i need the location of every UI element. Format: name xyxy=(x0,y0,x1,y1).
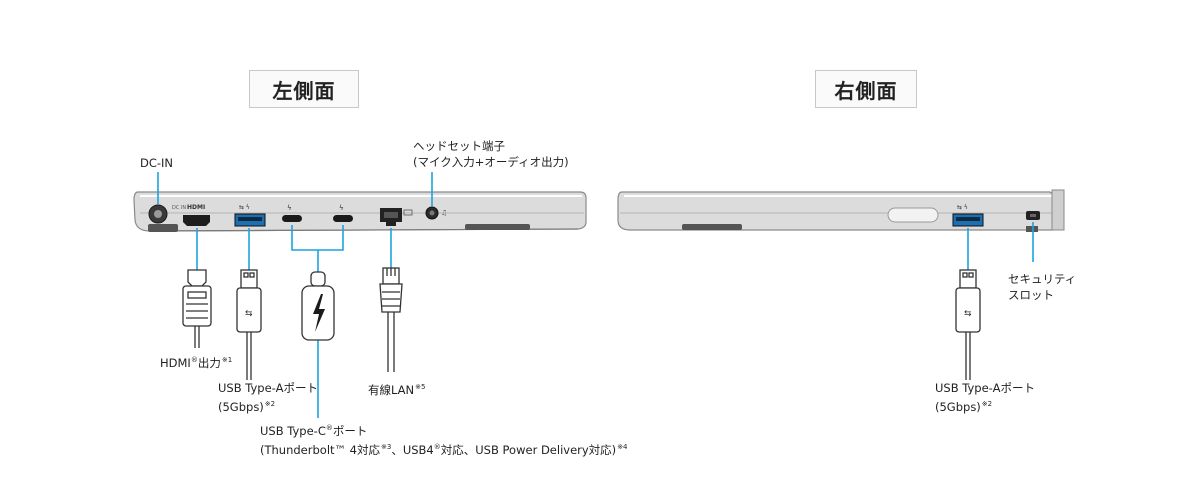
lan-label: 有線LAN※5 xyxy=(368,379,425,398)
usb-c-line2b: 、USB4 xyxy=(391,442,434,457)
right-side-title: 右側面 xyxy=(815,70,917,108)
usb-a-left-line1: USB Type-Aポート xyxy=(218,381,318,395)
lan-text: 有線LAN xyxy=(368,382,415,397)
dc-in-text: DC-IN xyxy=(140,156,174,170)
usb-a-left-port: ⇆ ϟ xyxy=(234,204,266,227)
usb-c-line2a: (Thunderbolt™ 4対応 xyxy=(260,442,380,457)
security-line1: セキュリティ xyxy=(1008,272,1077,286)
headset-icon: ♫ xyxy=(441,209,447,217)
usb-c-line2c: 対応、USB Power Delivery対応) xyxy=(440,442,617,457)
dc-in-label: DC-IN xyxy=(140,155,173,171)
usb-c-label: USB Type-C®ポート (Thunderbolt™ 4対応※3、USB4®… xyxy=(260,420,628,458)
usb-a-right-port: ⇆ ϟ xyxy=(952,204,984,227)
usb-symbol-right: ⇆ ϟ xyxy=(957,204,968,211)
usb-a-right-line2: (5Gbps) xyxy=(935,399,981,414)
usb-a-left-line2: (5Gbps) xyxy=(218,399,264,414)
usb-a-left-note: ※2 xyxy=(264,400,276,408)
lan-port xyxy=(380,208,413,226)
left-callout-lines xyxy=(157,172,433,418)
security-slot xyxy=(1026,211,1040,220)
thunderbolt-mark-1: ϟ xyxy=(287,204,292,212)
thunderbolt-mark-2: ϟ xyxy=(339,204,344,212)
usb-a-right-label: USB Type-Aポート (5Gbps)※2 xyxy=(935,380,1035,415)
headset-line1: ヘッドセット端子 xyxy=(413,139,505,153)
hdmi-reg-mark: ® xyxy=(190,356,198,364)
usb4-reg-mark: ® xyxy=(433,442,441,451)
usb-symbol-cable-left: ⇆ xyxy=(245,309,253,319)
usb-c-line1: USB Type-C xyxy=(260,423,326,438)
usb-c-tail: ポート xyxy=(332,423,368,438)
right-callout-lines xyxy=(967,222,1034,270)
dc-in-port: DC IN xyxy=(148,204,186,224)
headset-line2: (マイク入力+オーディオ出力) xyxy=(413,155,569,169)
lan-note: ※5 xyxy=(415,383,426,391)
usb-c-note3: ※3 xyxy=(381,442,392,451)
usb-a-left-label: USB Type-Aポート (5Gbps)※2 xyxy=(218,380,318,415)
hdmi-text: HDMI xyxy=(160,355,191,370)
usb-c-note4: ※4 xyxy=(617,442,628,451)
usb-symbol-left: ⇆ ϟ xyxy=(239,204,250,211)
dc-marking: DC IN xyxy=(172,205,186,211)
hdmi-label: HDMI®出力※1 xyxy=(160,352,232,371)
usb-symbol-cable-right: ⇆ xyxy=(964,309,972,319)
usb-a-cable-right: ⇆ xyxy=(955,269,981,380)
hdmi-cable xyxy=(182,269,212,348)
usb-a-right-line1: USB Type-Aポート xyxy=(935,381,1035,395)
left-side-title: 左側面 xyxy=(249,70,359,108)
usb-c-port-2: ϟ xyxy=(333,204,353,222)
right-laptop-side xyxy=(617,189,1065,232)
left-side-title-text: 左側面 xyxy=(272,78,336,103)
usb-c-reg-mark: ® xyxy=(325,424,333,432)
security-slot-label: セキュリティ スロット xyxy=(1008,271,1076,303)
usb-c-cable xyxy=(301,271,335,341)
hdmi-note: ※1 xyxy=(221,356,233,364)
usb-a-cable-left: ⇆ xyxy=(236,269,262,380)
lan-cable xyxy=(379,267,403,372)
right-side-title-text: 右側面 xyxy=(834,78,898,103)
usb-c-port-1: ϟ xyxy=(282,204,302,222)
headset-label: ヘッドセット端子 (マイク入力+オーディオ出力) xyxy=(413,138,569,170)
usb-a-right-note: ※2 xyxy=(981,400,993,408)
hdmi-port: HDMI xyxy=(183,204,210,226)
security-line2: スロット xyxy=(1008,288,1054,302)
hdmi-marking: HDMI xyxy=(187,204,205,211)
hdmi-tail-text: 出力 xyxy=(197,355,221,370)
headset-jack: ♫ xyxy=(425,206,447,220)
